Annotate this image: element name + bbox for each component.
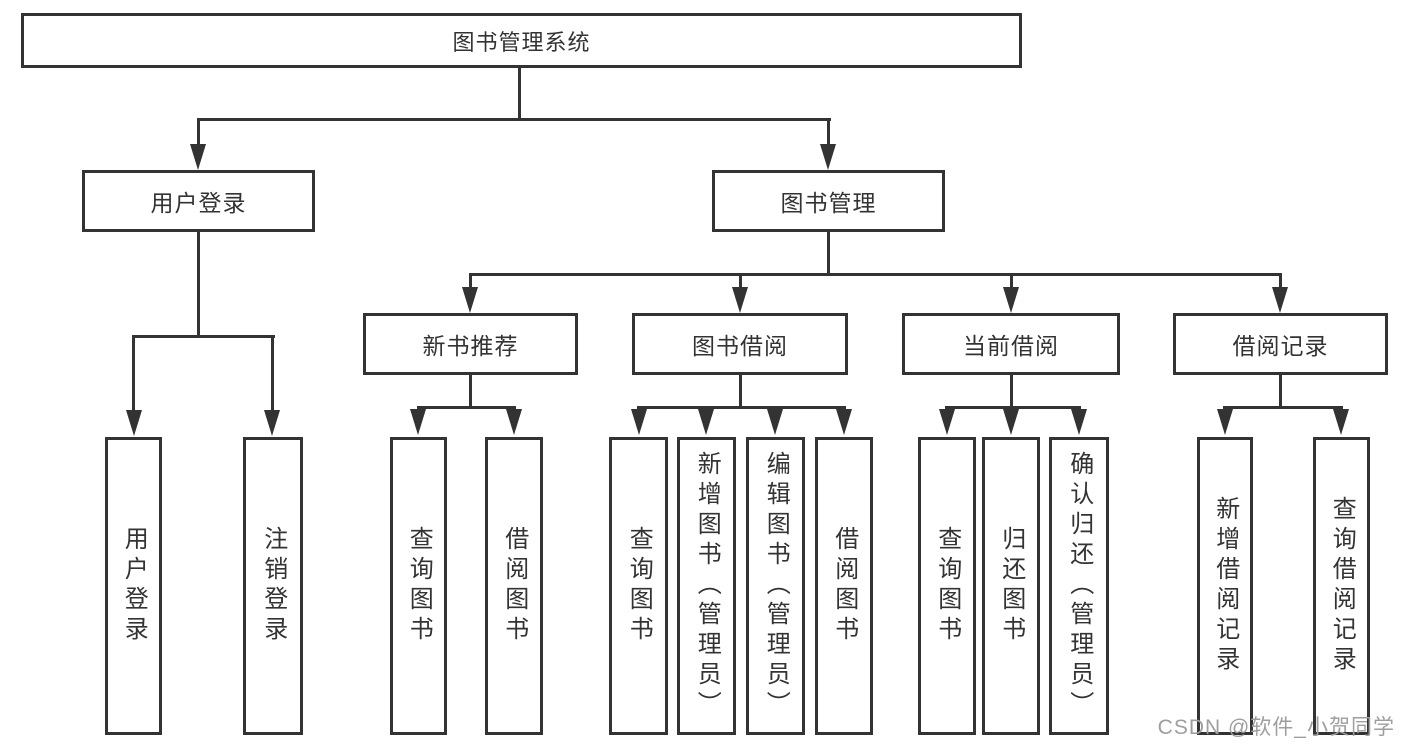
connector-root-branch — [197, 118, 831, 121]
leaf-borrow-query-books-label: 查询图书 — [625, 526, 653, 646]
leaf-edit-books-admin-label: 编辑图书（管理员） — [762, 451, 790, 721]
arrowhead-recommend — [462, 287, 478, 313]
leaf-query-borrow-record-label: 查询借阅记录 — [1328, 496, 1356, 676]
leaf-recommend-borrow-books: 借阅图书 — [485, 437, 543, 735]
arrowhead-borrow-add — [698, 409, 714, 435]
node-book-borrow-label: 图书借阅 — [692, 333, 788, 359]
node-borrow-records: 借阅记录 — [1173, 313, 1388, 375]
connector-drop-leaf-login — [132, 335, 135, 411]
leaf-add-books-admin-label: 新增图书（管理员） — [693, 451, 721, 721]
leaf-logout-label: 注销登录 — [259, 526, 287, 646]
leaf-add-books-admin: 新增图书（管理员） — [677, 437, 736, 735]
leaf-edit-books-admin: 编辑图书（管理员） — [746, 437, 805, 735]
connector-borrow-branch — [637, 406, 846, 409]
arrowhead-current-return — [1003, 409, 1019, 435]
leaf-recommend-borrow-books-label: 借阅图书 — [500, 526, 528, 646]
arrowhead-current-query — [939, 409, 955, 435]
arrowhead-records-query — [1333, 409, 1349, 435]
arrowhead-book-management — [820, 144, 836, 170]
node-root-label: 图书管理系统 — [452, 29, 591, 55]
connector-records-branch — [1223, 406, 1343, 409]
leaf-return-books-label: 归还图书 — [997, 526, 1025, 646]
arrowhead-records — [1272, 287, 1288, 313]
connector-drop-book-management — [827, 118, 830, 146]
connector-drop-leaf-logout — [271, 335, 274, 411]
connector-user-login-trunk — [197, 229, 200, 337]
leaf-add-borrow-record-label: 新增借阅记录 — [1211, 496, 1239, 676]
node-book-management: 图书管理 — [712, 170, 945, 232]
leaf-confirm-return-admin-label: 确认归还（管理员） — [1065, 451, 1093, 721]
leaf-query-borrow-record: 查询借阅记录 — [1313, 437, 1370, 735]
connector-recommend-branch — [417, 406, 516, 409]
leaf-confirm-return-admin: 确认归还（管理员） — [1049, 437, 1109, 735]
watermark: CSDN @软件_小贺同学 — [1157, 716, 1395, 739]
leaf-borrow-borrow-books-label: 借阅图书 — [830, 526, 858, 646]
connector-recommend-trunk — [469, 373, 472, 408]
connector-drop-current — [1010, 273, 1013, 289]
arrowhead-current — [1003, 287, 1019, 313]
connector-drop-borrow — [739, 273, 742, 289]
connector-current-branch — [945, 406, 1081, 409]
arrowhead-records-add — [1217, 409, 1233, 435]
node-current-borrow-label: 当前借阅 — [963, 333, 1059, 359]
arrowhead-recommend-query — [410, 409, 426, 435]
node-new-book-recommend: 新书推荐 — [363, 313, 578, 375]
leaf-recommend-query-books-label: 查询图书 — [405, 526, 433, 646]
arrowhead-borrow — [732, 287, 748, 313]
node-root: 图书管理系统 — [21, 13, 1022, 68]
connector-drop-user-login — [197, 118, 200, 146]
leaf-return-books: 归还图书 — [982, 437, 1040, 735]
leaf-recommend-query-books: 查询图书 — [390, 437, 447, 735]
leaf-user-login: 用户登录 — [105, 437, 162, 735]
leaf-add-borrow-record: 新增借阅记录 — [1197, 437, 1253, 735]
arrowhead-user-login — [190, 144, 206, 170]
arrowhead-borrow-borrow — [836, 409, 852, 435]
arrowhead-borrow-edit — [767, 409, 783, 435]
leaf-current-query-books: 查询图书 — [918, 437, 976, 735]
leaf-logout: 注销登录 — [243, 437, 303, 735]
arrowhead-leaf-login — [126, 410, 142, 436]
connector-drop-recommend — [469, 273, 472, 289]
leaf-borrow-query-books: 查询图书 — [609, 437, 668, 735]
node-current-borrow: 当前借阅 — [902, 313, 1120, 375]
connector-root-trunk — [518, 66, 521, 120]
connector-user-login-branch — [132, 335, 275, 338]
node-book-management-label: 图书管理 — [780, 190, 877, 216]
connector-book-management-trunk — [827, 229, 830, 276]
arrowhead-current-confirm — [1071, 409, 1087, 435]
connector-drop-records — [1279, 273, 1282, 289]
arrowhead-recommend-borrow — [506, 409, 522, 435]
node-new-book-recommend-label: 新书推荐 — [422, 333, 519, 359]
leaf-user-login-label: 用户登录 — [120, 526, 148, 646]
node-user-login-label: 用户登录 — [150, 190, 247, 216]
connector-records-trunk — [1279, 373, 1282, 408]
node-borrow-records-label: 借阅记录 — [1232, 333, 1329, 359]
connector-current-trunk — [1010, 373, 1013, 408]
arrowhead-leaf-logout — [264, 410, 280, 436]
leaf-current-query-books-label: 查询图书 — [933, 526, 961, 646]
connector-book-management-branch — [469, 273, 1282, 276]
connector-borrow-trunk — [739, 373, 742, 408]
node-book-borrow: 图书借阅 — [632, 313, 848, 375]
node-user-login: 用户登录 — [82, 170, 315, 232]
arrowhead-borrow-query — [631, 409, 647, 435]
leaf-borrow-borrow-books: 借阅图书 — [815, 437, 873, 735]
